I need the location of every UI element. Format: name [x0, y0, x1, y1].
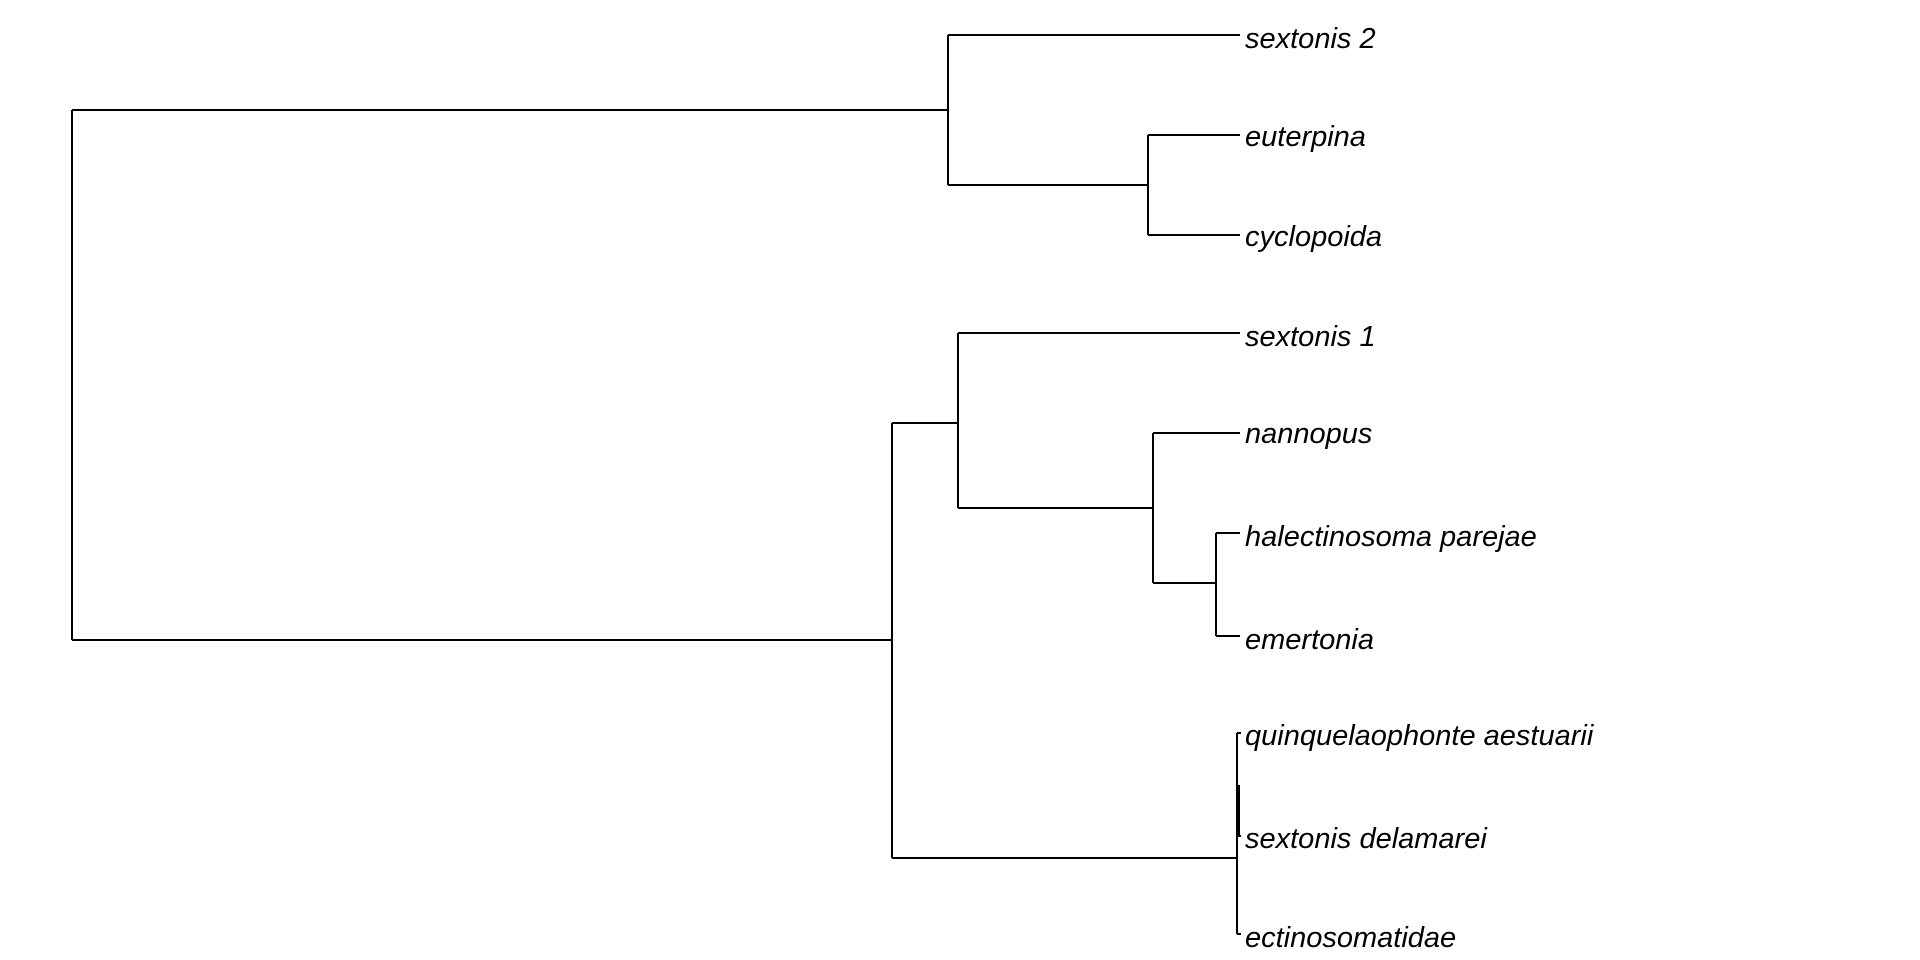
tip-label-emertonia: emertonia	[1245, 624, 1374, 656]
tip-labels: sextonis 2 euterpina cyclopoida sextonis…	[1245, 23, 1595, 954]
tip-label-sextonis-2: sextonis 2	[1245, 23, 1376, 55]
tip-label-cyclopoida: cyclopoida	[1245, 221, 1382, 253]
tree-branches	[71, 34, 1241, 935]
tip-label-ectinosomatidae: ectinosomatidae	[1245, 922, 1456, 954]
tip-label-sextonis-1: sextonis 1	[1245, 321, 1376, 353]
tip-label-euterpina: euterpina	[1245, 121, 1366, 153]
tip-label-quinquelaophonte-aestuarii: quinquelaophonte aestuarii	[1245, 720, 1595, 752]
tip-label-nannopus: nannopus	[1245, 418, 1372, 450]
tip-label-halectinosoma-parejae: halectinosoma parejae	[1245, 521, 1537, 553]
tip-label-sextonis-delamarei: sextonis delamarei	[1245, 823, 1488, 855]
